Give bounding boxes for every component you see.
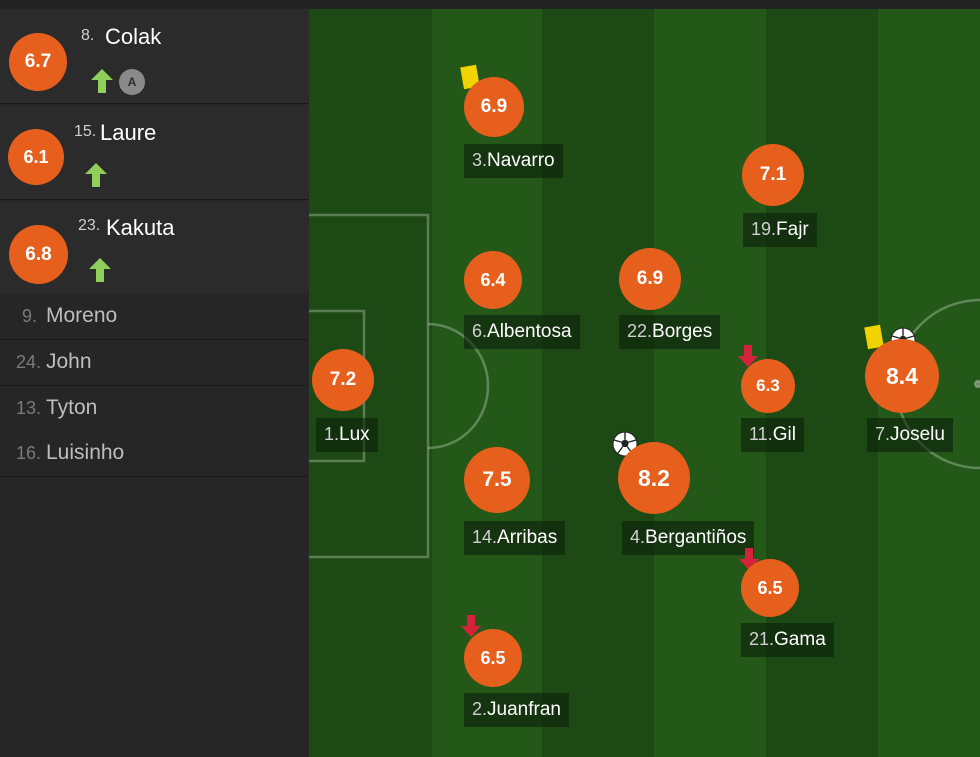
player-name: Juanfran [487,699,561,720]
player-number: 19. [751,219,777,239]
player-number: 8. [81,27,95,44]
sub-off-icon [461,615,481,637]
player-name: Fajr [776,219,809,240]
rating-badge: 6.7 [9,33,67,91]
player-name: Luisinho [46,441,125,464]
rating-badge: 7.5 [464,447,530,513]
player-name: Lux [339,424,370,445]
sub-off-icon [738,345,758,367]
player-number: 23. [78,217,101,234]
rating-badge: 6.4 [464,251,522,309]
sub-on-icon [85,163,107,187]
player-name: Gama [774,629,826,650]
player-name: Albentosa [487,321,572,342]
sub-on-icon [89,258,111,282]
pitch-stripe [542,9,654,757]
player-label-fajr[interactable]: 19.Fajr [743,213,817,247]
player-name: Moreno [46,304,118,327]
top-bar [0,0,980,9]
player-label-borges[interactable]: 22.Borges [619,315,721,349]
player-label-navarro[interactable]: 3.Navarro [464,144,563,178]
player-number: 6. [472,321,488,341]
sub-on-icon [91,69,113,93]
player-number: 1. [324,424,340,444]
rating-badge: 6.3 [741,359,795,413]
sub-row-laure[interactable]: 6.1 15. Laure [0,105,309,200]
rating-badge: 6.9 [619,248,681,310]
rating-badge: 6.8 [9,225,68,284]
player-number: 2. [472,699,488,719]
rating-badge: 8.2 [618,442,690,514]
pitch: 6.9 3.Navarro 7.1 19.Fajr 6.4 6.Albentos… [309,9,980,757]
player-name: Gil [772,424,796,445]
player-number: 14. [472,527,498,547]
player-name: Joselu [890,424,945,445]
player-name: Laure [100,120,157,145]
player-name: Borges [652,321,713,342]
bench-row-luisinho[interactable]: 16. Luisinho [0,431,309,477]
rating-badge: 7.2 [312,349,374,411]
substitutes-panel: 6.7 8. Colak A 6.1 15. Laure 6.8 23. Kak… [0,9,309,757]
rating-badge: 6.1 [8,129,64,185]
player-number: 21. [749,629,775,649]
rating-badge: 6.5 [464,629,522,687]
player-label-gil[interactable]: 11.Gil [741,418,804,452]
player-number: 3. [472,150,488,170]
player-name: John [46,350,92,373]
captain-icon: A [119,69,145,95]
rating-badge: 6.9 [464,77,524,137]
bench-row-john[interactable]: 24. John [0,340,309,386]
player-name: Navarro [487,150,555,171]
player-label-lux[interactable]: 1.Lux [316,418,378,452]
rating-badge: 6.5 [741,559,799,617]
player-number: 24. [16,352,42,372]
player-name: Kakuta [106,215,175,240]
player-label-gama[interactable]: 21.Gama [741,623,834,657]
player-number: 22. [627,321,653,341]
player-number: 13. [16,398,42,418]
player-name: Tyton [46,396,98,419]
player-number: 16. [16,443,42,463]
player-label-berganti[interactable]: 4.Bergantiños [622,521,755,555]
player-name: Colak [105,24,162,49]
bench-row-moreno[interactable]: 9. Moreno [0,294,309,340]
rating-badge: 8.4 [865,339,939,413]
player-number: 7. [875,424,891,444]
player-number: 4. [630,527,646,547]
sub-row-kakuta[interactable]: 6.8 23. Kakuta [0,201,309,296]
player-name: Bergantiños [645,527,747,548]
player-label-arribas[interactable]: 14.Arribas [464,521,566,555]
player-number: 11. [749,424,773,444]
player-number: 15. [74,123,97,140]
player-name: Arribas [497,527,558,548]
player-label-juanfran[interactable]: 2.Juanfran [464,693,569,727]
player-label-albentosa[interactable]: 6.Albentosa [464,315,580,349]
player-label-joselu[interactable]: 7.Joselu [867,418,953,452]
sub-row-colak[interactable]: 6.7 8. Colak A [0,9,309,104]
player-number: 9. [22,306,38,326]
bench-row-tyton[interactable]: 13. Tyton [0,386,309,432]
rating-badge: 7.1 [742,144,804,206]
